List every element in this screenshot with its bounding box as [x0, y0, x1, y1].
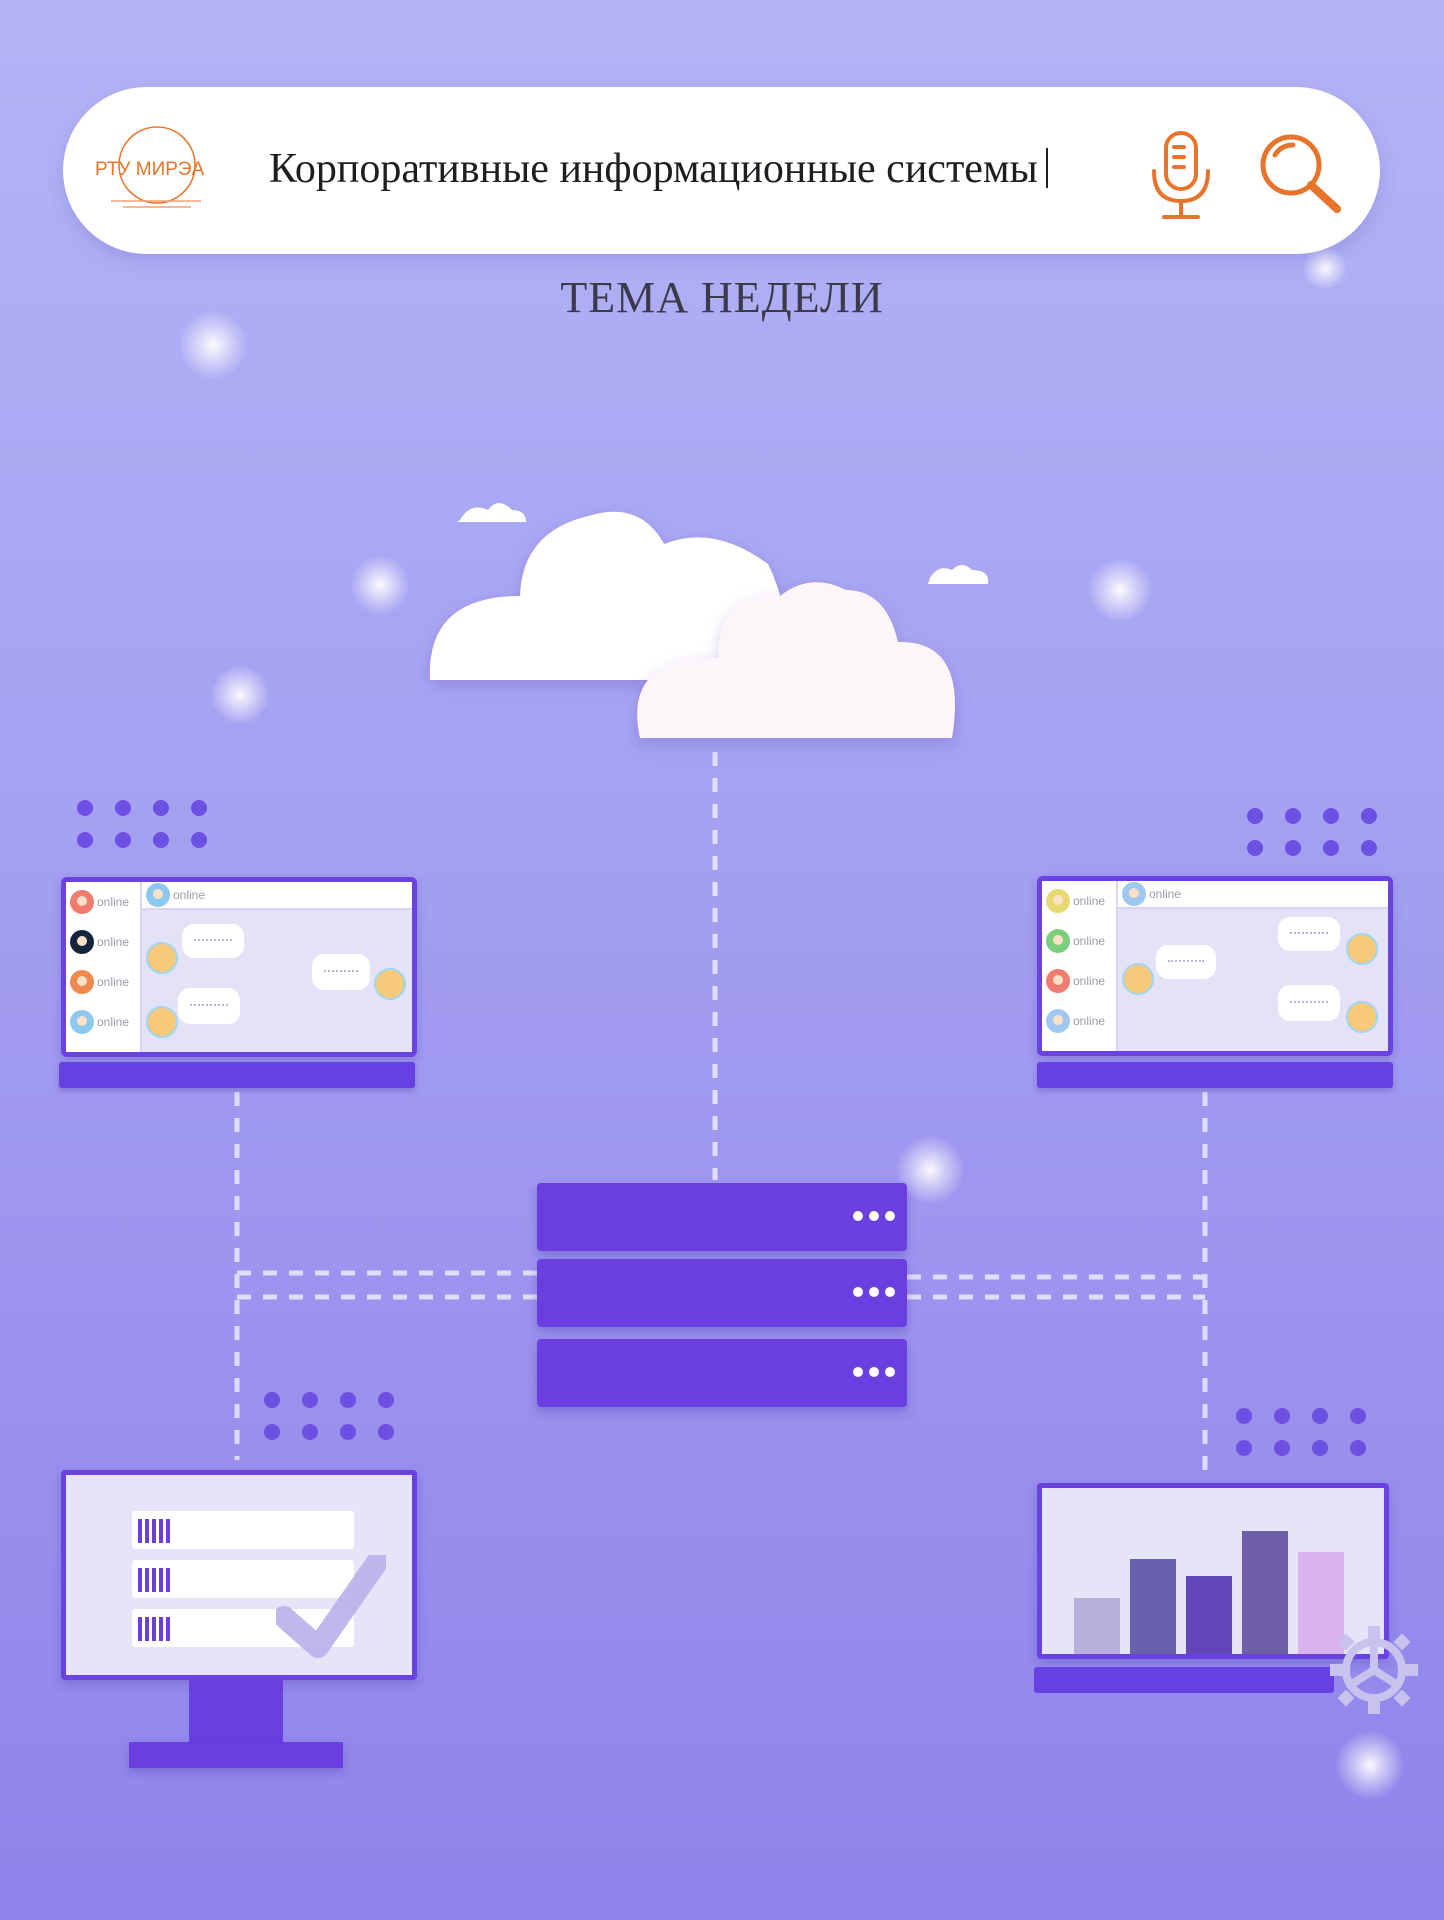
chart-bar: [1242, 1531, 1288, 1654]
dot-grid-decoration: [77, 800, 207, 848]
status-text: online: [173, 888, 206, 902]
avatar: [1046, 969, 1070, 993]
avatar: [70, 970, 94, 994]
avatar: [1046, 929, 1070, 953]
chart-bar: [1074, 1598, 1120, 1654]
contact-item: online: [1042, 921, 1116, 961]
status-text: online: [1149, 887, 1182, 901]
laptop-base: [1037, 1062, 1393, 1088]
laptop-chat-left: online online online online online: [61, 877, 417, 1057]
status-text: online: [1073, 1014, 1106, 1028]
contact-item: online: [1042, 961, 1116, 1001]
sparkle-decoration: [1085, 560, 1155, 620]
chat-bubble: [182, 924, 244, 958]
avatar: [1046, 1009, 1070, 1033]
checkmark-icon: [276, 1555, 386, 1658]
university-logo: РТУ МИРЭА: [93, 117, 218, 227]
avatar: [146, 883, 170, 907]
contact-list: online online online online: [1042, 881, 1118, 1051]
avatar: [1346, 933, 1378, 965]
search-icon: [1260, 134, 1341, 213]
chat-header: online: [1118, 881, 1388, 909]
microphone-button[interactable]: [1146, 129, 1216, 224]
avatar: [146, 1006, 178, 1038]
contact-item: online: [1042, 881, 1116, 921]
form-field: [132, 1609, 354, 1647]
chat-window: online: [142, 882, 412, 1052]
bar-chart: [1042, 1488, 1384, 1654]
sparkle-decoration: [1335, 1730, 1405, 1800]
server-unit: [537, 1259, 907, 1327]
gear-icon: [1330, 1626, 1418, 1714]
server-indicator-lights: [853, 1211, 895, 1221]
laptop-base: [1034, 1667, 1334, 1693]
status-text: online: [1073, 974, 1106, 988]
chat-header: online: [142, 882, 412, 910]
contact-list: online online online online: [66, 882, 142, 1052]
monitor-base: [129, 1742, 343, 1768]
laptop-base: [59, 1062, 415, 1088]
chart-bar: [1186, 1576, 1232, 1654]
avatar: [374, 968, 406, 1000]
search-query-text: Корпоративные информационные системы: [269, 146, 1038, 192]
search-button[interactable]: [1253, 129, 1348, 219]
contact-item: online: [66, 1002, 140, 1042]
microphone-icon: [1152, 131, 1210, 219]
search-bar: РТУ МИРЭА Корпоративные информационные с…: [63, 87, 1380, 254]
avatar: [70, 1010, 94, 1034]
logo-text: РТУ МИРЭА: [95, 159, 205, 180]
chat-bubble: [1278, 985, 1340, 1021]
monitor-stand: [189, 1680, 283, 1742]
chat-bubble: [178, 988, 240, 1024]
server-indicator-lights: [853, 1367, 895, 1377]
sparkle-decoration: [178, 310, 248, 380]
laptop-bar-chart: [1037, 1483, 1389, 1659]
avatar: [70, 890, 94, 914]
avatar: [1046, 889, 1070, 913]
contact-item: online: [66, 922, 140, 962]
status-text: online: [1073, 894, 1106, 908]
status-text: online: [97, 895, 130, 909]
avatar: [1122, 882, 1146, 906]
dot-grid-decoration: [1247, 808, 1377, 856]
contact-item: online: [66, 962, 140, 1002]
avatar: [1346, 1001, 1378, 1033]
dot-grid-decoration: [264, 1392, 394, 1440]
chat-bubble: [1156, 945, 1216, 979]
contact-item: online: [66, 882, 140, 922]
dot-grid-decoration: [1236, 1408, 1366, 1456]
form-field: [132, 1560, 354, 1598]
search-input[interactable]: Корпоративные информационные системы: [269, 145, 1048, 193]
status-text: online: [97, 975, 130, 989]
chat-bubble: [1278, 917, 1340, 951]
desktop-monitor-form: [61, 1470, 417, 1680]
status-text: online: [97, 935, 130, 949]
avatar: [70, 930, 94, 954]
chat-window: online: [1118, 881, 1388, 1051]
sparkle-decoration: [1300, 248, 1350, 288]
week-topic-heading: ТЕМА НЕДЕЛИ: [560, 273, 884, 322]
avatar: [1122, 963, 1154, 995]
server-unit: [537, 1183, 907, 1251]
text-cursor: [1045, 148, 1048, 188]
server-indicator-lights: [853, 1287, 895, 1297]
laptop-chat-right: online online online online online: [1037, 876, 1393, 1056]
status-text: online: [1073, 934, 1106, 948]
avatar: [146, 942, 178, 974]
chart-bar: [1130, 1559, 1176, 1654]
sparkle-decoration: [350, 555, 410, 615]
chart-bar: [1298, 1552, 1344, 1654]
contact-item: online: [1042, 1001, 1116, 1041]
status-text: online: [97, 1015, 130, 1029]
chat-bubble: [312, 954, 370, 990]
server-unit: [537, 1339, 907, 1407]
sparkle-decoration: [210, 665, 270, 725]
form-field: [132, 1511, 354, 1549]
